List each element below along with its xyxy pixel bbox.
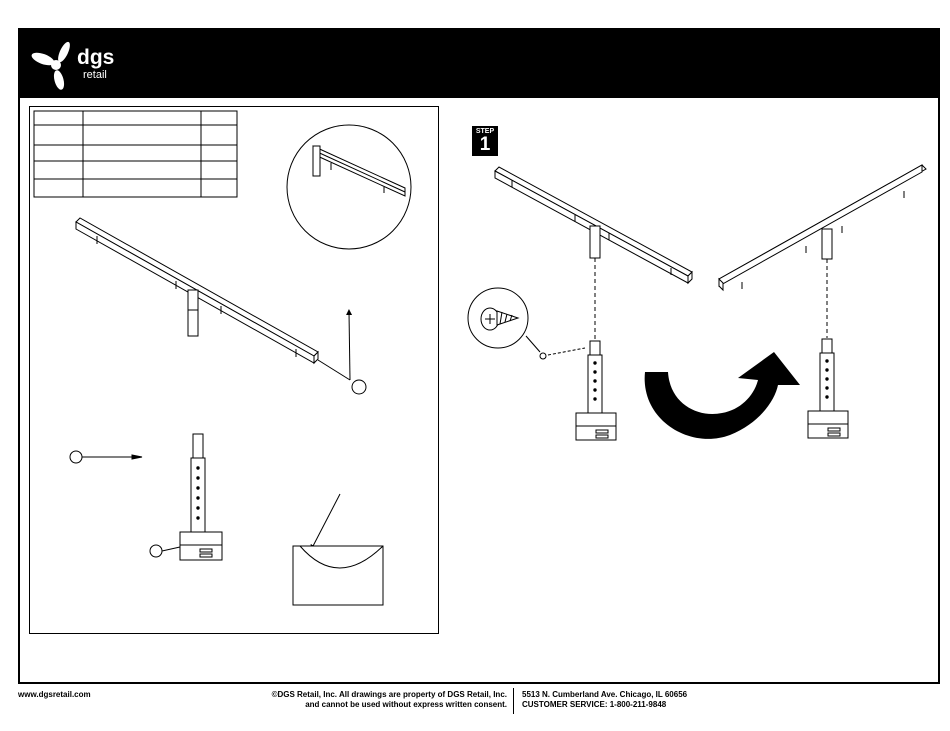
step-right-post — [808, 339, 848, 438]
upright-post-part — [180, 434, 222, 560]
callouts — [70, 312, 366, 557]
step-left-post — [576, 341, 616, 440]
screw-detail — [468, 288, 585, 359]
footer-customer-service: CUSTOMER SERVICE: 1-800-211-9848 — [522, 700, 687, 710]
rotate-arrow-icon — [645, 352, 800, 439]
copyright-line-2: and cannot be used without express writt… — [200, 700, 507, 710]
parts-table — [34, 111, 237, 197]
footer-copyright: ©DGS Retail, Inc. All drawings are prope… — [200, 690, 507, 710]
footer-address: 5513 N. Cumberland Ave. Chicago, IL 6065… — [522, 690, 687, 700]
step-right-bar — [719, 165, 926, 290]
crossbar-part — [76, 218, 318, 363]
copyright-line-1: ©DGS Retail, Inc. All drawings are prope… — [200, 690, 507, 700]
detail-circle — [287, 125, 411, 249]
footer-divider — [513, 688, 514, 714]
step-left-bar — [495, 167, 692, 283]
footer-website[interactable]: www.dgsretail.com — [18, 690, 91, 699]
envelope-detail — [293, 494, 383, 605]
footer-contact: 5513 N. Cumberland Ave. Chicago, IL 6065… — [522, 690, 687, 710]
